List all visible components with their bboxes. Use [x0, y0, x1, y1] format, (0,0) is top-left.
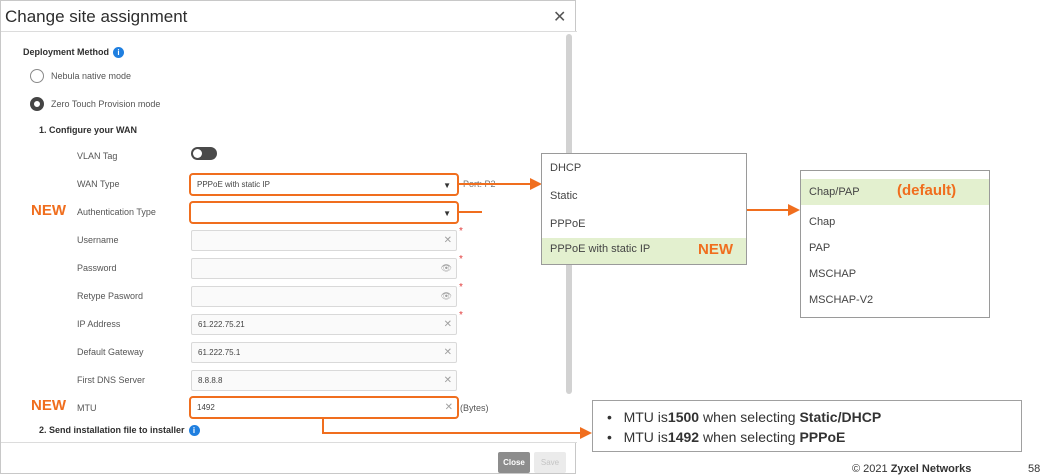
- connector-wan: [458, 183, 540, 185]
- retype-password-input[interactable]: 👁: [191, 286, 457, 307]
- auth-option-chap-pap-row[interactable]: Chap/PAP (default): [801, 179, 989, 205]
- ip-address-value: 61.222.75.21: [198, 320, 245, 329]
- new-badge-auth: NEW: [31, 202, 66, 219]
- gateway-value: 61.222.75.1: [198, 348, 241, 357]
- page-number: 58: [1028, 463, 1041, 475]
- wan-option-pppoe[interactable]: PPPoE: [550, 218, 586, 230]
- connector-mtu-h: [322, 432, 584, 434]
- section-send-installation-text: 2. Send installation file to installer: [39, 425, 185, 435]
- arrowhead-wan: [530, 178, 542, 190]
- username-label: Username: [77, 235, 119, 245]
- note2-d: PPPoE: [799, 429, 846, 445]
- clear-icon[interactable]: ✕: [444, 402, 453, 413]
- note1-d: Static/DHCP: [799, 409, 882, 425]
- note1-b: 1500: [667, 409, 700, 425]
- required-mark: *: [459, 282, 463, 293]
- clear-icon[interactable]: ✕: [443, 235, 452, 246]
- new-badge-mtu: NEW: [31, 397, 66, 414]
- radio-native-mode[interactable]: [30, 69, 44, 83]
- vlan-tag-toggle[interactable]: [191, 147, 217, 160]
- close-button[interactable]: Close: [498, 452, 530, 473]
- native-mode-label: Nebula native mode: [51, 71, 132, 81]
- auth-option-mschap-v2[interactable]: MSCHAP-V2: [809, 294, 874, 306]
- save-button[interactable]: Save: [534, 452, 566, 473]
- deployment-method-text: Deployment Method: [23, 47, 110, 57]
- connector-mtu-v: [322, 418, 324, 434]
- copyright: © 2021 Zyxel Networks: [852, 463, 971, 475]
- info-icon[interactable]: i: [113, 47, 125, 59]
- header-divider: [1, 31, 577, 32]
- new-badge-pppoe-static: NEW: [698, 241, 733, 258]
- default-gateway-label: Default Gateway: [77, 347, 144, 357]
- connector-auth-a: [458, 211, 482, 213]
- auth-type-options: Chap/PAP (default) Chap PAP MSCHAP MSCHA…: [800, 170, 990, 318]
- wan-option-static[interactable]: Static: [550, 190, 578, 202]
- ip-address-input[interactable]: 61.222.75.21 ✕: [191, 314, 457, 335]
- wan-option-pppoe-static: PPPoE with static IP: [550, 243, 651, 255]
- mtu-value: 1492: [197, 403, 215, 412]
- wan-type-select[interactable]: PPPoE with static IP ▼: [189, 173, 459, 196]
- dialog-title: Change site assignment: [5, 7, 188, 26]
- chevron-down-icon: ▼: [443, 181, 451, 190]
- password-input[interactable]: 👁: [191, 258, 457, 279]
- first-dns-label: First DNS Server: [77, 375, 146, 385]
- required-mark: *: [459, 254, 463, 265]
- copyright-text: © 2021: [852, 463, 891, 475]
- username-input[interactable]: ✕: [191, 230, 457, 251]
- note2-a: MTU is: [623, 429, 668, 445]
- change-site-dialog: Change site assignment ✕ Deployment Meth…: [0, 0, 577, 474]
- company-name: Zyxel Networks: [890, 463, 972, 475]
- auth-option-mschap[interactable]: MSCHAP: [809, 268, 857, 280]
- retype-password-label: Retype Pasword: [77, 291, 144, 301]
- ztp-mode-label: Zero Touch Provision mode: [51, 99, 161, 109]
- default-gateway-input[interactable]: 61.222.75.1 ✕: [191, 342, 457, 363]
- wan-type-options: DHCP Static PPPoE PPPoE with static IP N…: [541, 153, 747, 265]
- radio-ztp-mode[interactable]: [30, 97, 44, 111]
- note1-c: when selecting: [699, 409, 800, 425]
- clear-icon[interactable]: ✕: [443, 375, 452, 386]
- eye-icon[interactable]: 👁: [440, 291, 452, 301]
- connector-auth-b: [746, 209, 792, 211]
- mtu-input[interactable]: 1492 ✕: [189, 396, 459, 419]
- wan-type-label: WAN Type: [77, 179, 120, 189]
- required-mark: *: [459, 310, 463, 321]
- footer-divider: [1, 442, 577, 443]
- vlan-tag-label: VLAN Tag: [77, 151, 118, 161]
- first-dns-input[interactable]: 8.8.8.8 ✕: [191, 370, 457, 391]
- arrowhead-auth: [788, 204, 800, 216]
- auth-option-pap[interactable]: PAP: [809, 242, 831, 254]
- auth-type-select[interactable]: ▼: [189, 201, 459, 224]
- wan-type-value: PPPoE with static IP: [197, 180, 270, 189]
- auth-type-label: Authentication Type: [77, 207, 156, 217]
- auth-option-chap[interactable]: Chap: [809, 216, 836, 228]
- ip-address-label: IP Address: [77, 319, 121, 329]
- section-configure-wan: 1. Configure your WAN: [39, 125, 138, 135]
- arrowhead-mtu: [580, 427, 592, 439]
- note2-c: when selecting: [699, 429, 800, 445]
- note1-a: MTU is: [623, 409, 668, 425]
- eye-icon[interactable]: 👁: [440, 263, 452, 273]
- wan-option-dhcp[interactable]: DHCP: [550, 162, 582, 174]
- clear-icon[interactable]: ✕: [443, 347, 452, 358]
- note-line-static: • MTU is1500 when selecting Static/DHCP: [607, 409, 882, 425]
- password-label: Password: [77, 263, 117, 273]
- note-line-pppoe: • MTU is1492 when selecting PPPoE: [607, 429, 846, 445]
- wan-option-pppoe-static-row[interactable]: PPPoE with static IP NEW: [542, 238, 746, 264]
- mtu-note-box: • MTU is1500 when selecting Static/DHCP …: [592, 400, 1022, 452]
- mtu-label: MTU: [77, 403, 97, 413]
- default-note: (default): [897, 182, 957, 199]
- bytes-label: (Bytes): [460, 403, 489, 413]
- dns-value: 8.8.8.8: [198, 376, 223, 385]
- info-icon[interactable]: i: [188, 425, 200, 437]
- note2-b: 1492: [667, 429, 700, 445]
- chevron-down-icon: ▼: [443, 209, 451, 218]
- required-mark: *: [459, 226, 463, 237]
- clear-icon[interactable]: ✕: [443, 319, 452, 330]
- auth-option-chap-pap: Chap/PAP: [809, 186, 860, 198]
- close-icon[interactable]: ✕: [553, 9, 567, 26]
